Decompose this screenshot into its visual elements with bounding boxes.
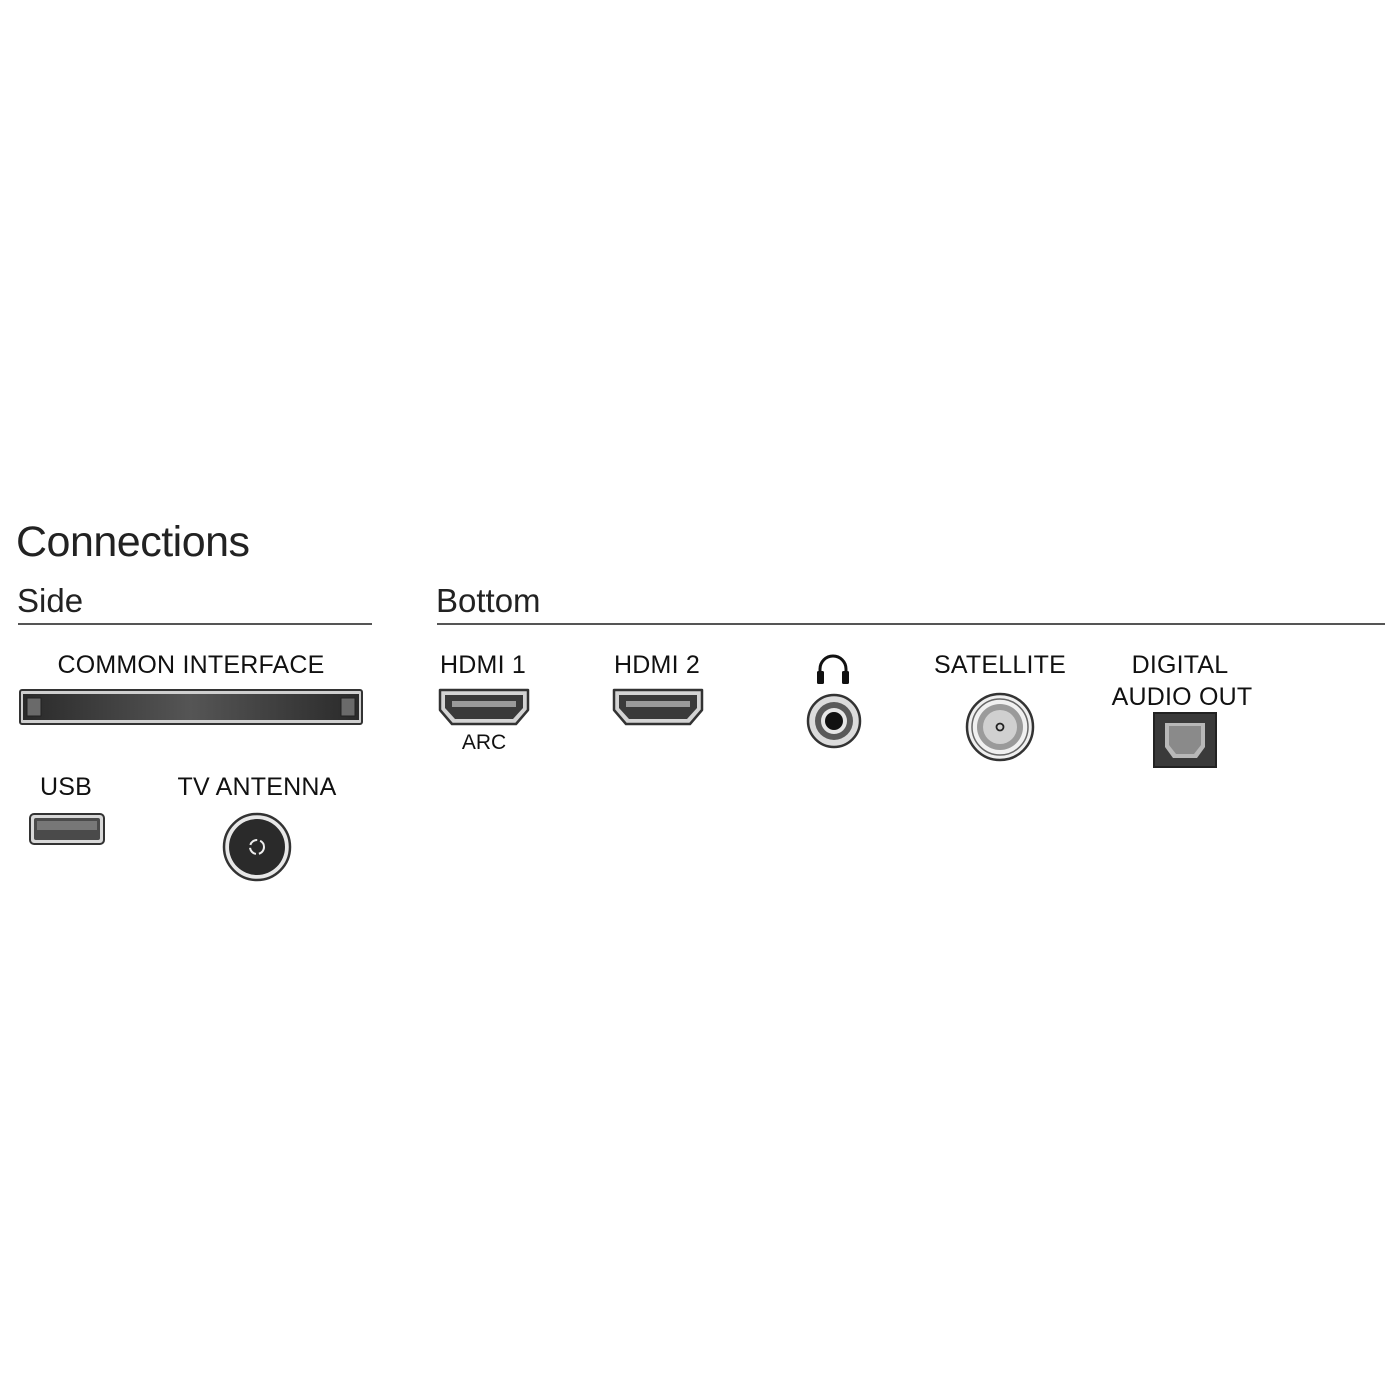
common-interface-label: COMMON INTERFACE	[57, 651, 325, 679]
usb-port-icon	[29, 813, 105, 845]
satellite-port-icon	[965, 692, 1035, 762]
digital-audio-label-line1: DIGITAL	[1131, 651, 1229, 679]
tv-antenna-port-icon	[222, 812, 292, 882]
page-title: Connections	[16, 518, 250, 566]
optical-audio-port-icon	[1153, 712, 1217, 768]
tv-antenna-label: TV ANTENNA	[177, 773, 337, 801]
hdmi1-port-icon	[438, 688, 530, 728]
bottom-divider	[437, 623, 1385, 625]
hdmi1-arc-label: ARC	[461, 731, 507, 754]
usb-label: USB	[39, 773, 92, 801]
common-interface-slot-icon	[19, 689, 363, 725]
digital-audio-label-line2: AUDIO OUT	[1111, 683, 1253, 711]
side-divider	[18, 623, 372, 625]
hdmi2-label: HDMI 2	[614, 651, 700, 679]
headphone-jack-icon	[806, 693, 862, 749]
section-heading-side: Side	[17, 582, 84, 619]
section-heading-bottom: Bottom	[436, 582, 541, 619]
satellite-label: SATELLITE	[934, 651, 1066, 679]
hdmi1-label: HDMI 1	[440, 651, 526, 679]
hdmi2-port-icon	[612, 688, 704, 728]
headphones-icon	[815, 652, 851, 686]
